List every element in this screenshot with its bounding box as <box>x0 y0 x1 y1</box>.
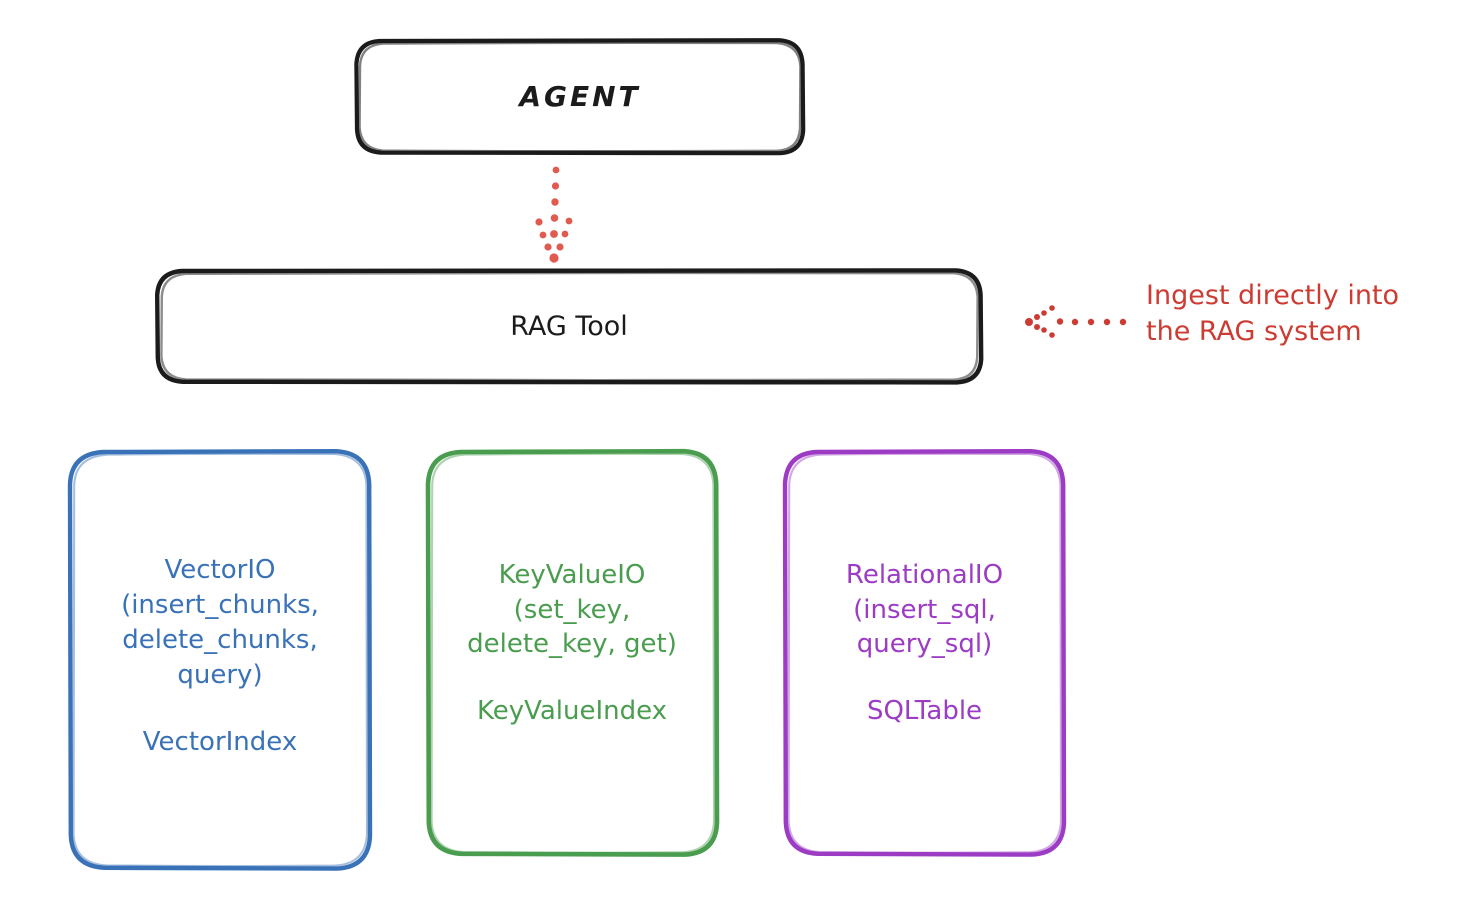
relationalio-index-label: SQLTable <box>866 696 983 727</box>
keyvalueio-api-label: KeyValueIO (set_key, delete_key, get) <box>467 559 677 660</box>
agent-label: AGENT <box>519 79 641 113</box>
vectorio-index-label: VectorIndex <box>142 726 298 757</box>
keyvalueio-node[interactable]: KeyValueIO (set_key, delete_key, get) Ke… <box>428 450 716 856</box>
ingest-annotation-arrow <box>1025 305 1127 338</box>
relationalio-api-label: RelationalIO (insert_sql, query_sql) <box>845 559 1004 660</box>
relationalio-node[interactable]: RelationalIO (insert_sql, query_sql) SQL… <box>785 450 1064 856</box>
rag-tool-node[interactable]: RAG Tool <box>156 270 982 384</box>
agent-node[interactable]: AGENT <box>356 40 804 154</box>
rag-tool-label: RAG Tool <box>510 311 628 343</box>
vectorio-node[interactable]: VectorIO (insert_chunks, delete_chunks, … <box>70 450 370 870</box>
agent-to-rag-connector <box>535 166 573 263</box>
keyvalueio-index-label: KeyValueIndex <box>476 696 668 727</box>
ingest-annotation-text: Ingest directly into the RAG system <box>1146 280 1400 347</box>
vectorio-api-label: VectorIO (insert_chunks, delete_chunks, … <box>121 555 319 690</box>
